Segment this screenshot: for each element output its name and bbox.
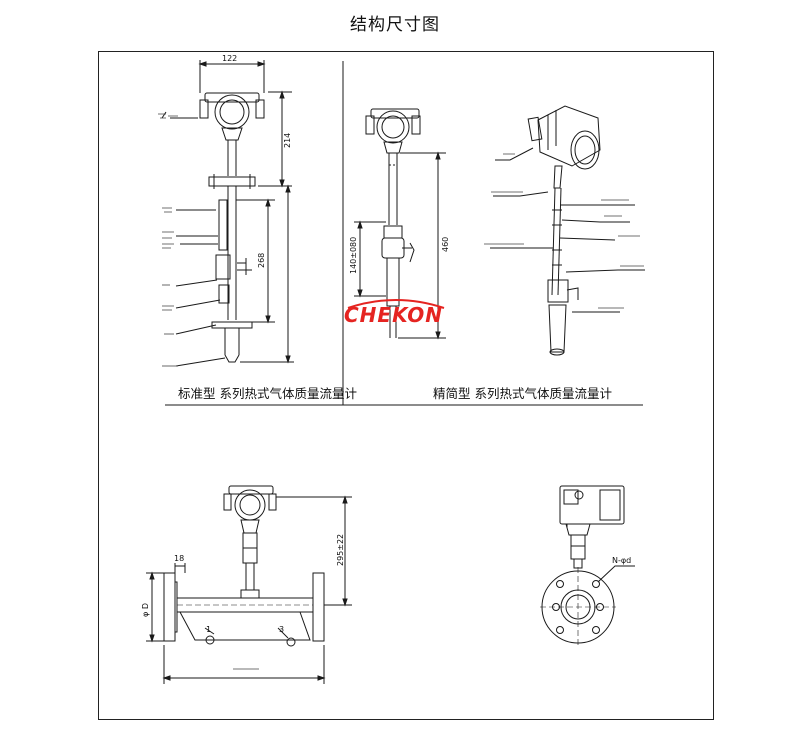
caption-compact: 精简型 系列热式气体质量流量计: [433, 386, 612, 401]
drawing-frame: [98, 51, 714, 720]
dim-standard-head: 214: [283, 133, 292, 148]
chekon-logo: CHEKON: [342, 296, 450, 332]
standard-meter: [161, 60, 294, 367]
flange-meter: [540, 485, 635, 647]
dim-compact-valve: 140±080: [349, 237, 358, 274]
compact-meter: [354, 108, 446, 340]
dim-compact-length: 460: [441, 237, 450, 252]
page-title: 结构尺寸图: [350, 15, 440, 35]
isometric-meter: [490, 105, 645, 356]
dim-standard-width: 122: [222, 54, 237, 63]
dim-pipe-height: 295±22: [336, 534, 345, 566]
dim-flange-bolt: N-φd: [612, 556, 631, 565]
pipeline-meter: [146, 485, 352, 684]
caption-standard: 标准型 系列热式气体质量流量计: [178, 386, 357, 401]
logo-text: CHEKON: [344, 303, 443, 326]
dim-pipe-flange: 18: [174, 554, 184, 563]
dim-pipe-dia: φ D: [141, 603, 150, 617]
logo-graphic: CHEKON: [344, 299, 445, 327]
dim-standard-insert: 268: [257, 253, 266, 268]
callout-1: 1: [206, 625, 211, 634]
callout-3: 3: [279, 625, 284, 634]
